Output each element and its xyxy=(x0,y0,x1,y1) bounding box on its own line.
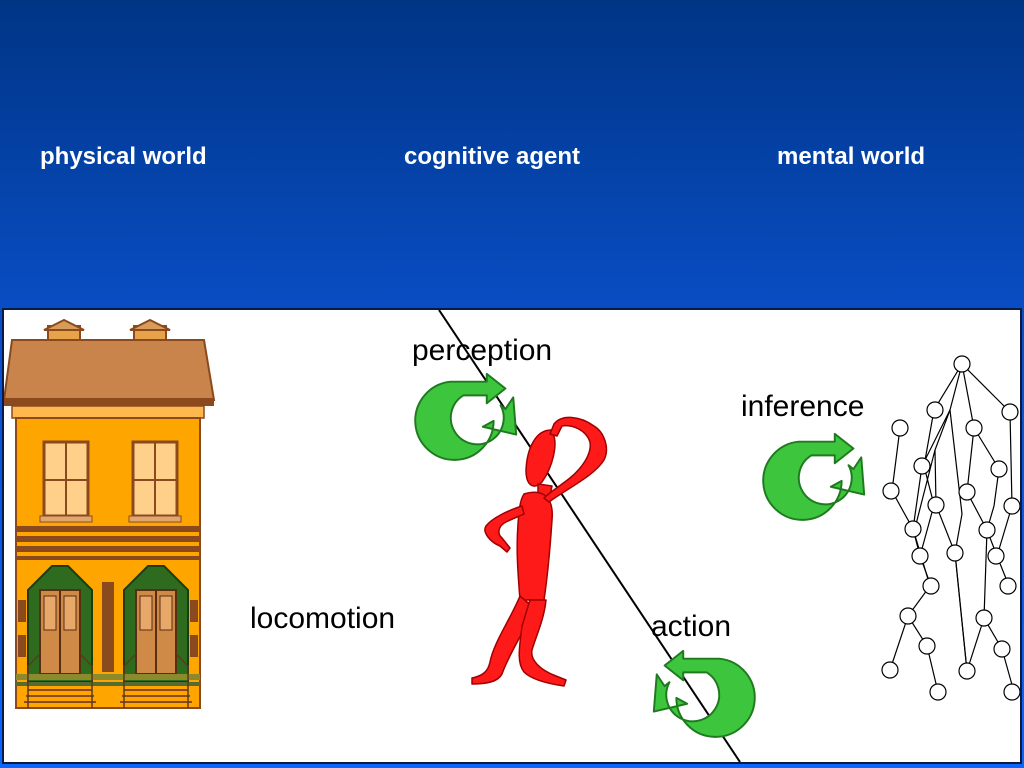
inference-cycle-icon xyxy=(762,432,866,521)
diagram-canvas xyxy=(4,310,1020,762)
diagram-panel: perception inference locomotion action xyxy=(2,308,1022,764)
label-perception: perception xyxy=(412,334,553,367)
house-icon xyxy=(4,318,216,709)
thinking-figure-icon xyxy=(471,416,608,687)
label-action: action xyxy=(651,610,732,643)
boundary-line xyxy=(438,310,741,762)
action-cycle-icon xyxy=(652,649,756,738)
label-locomotion: locomotion xyxy=(250,602,396,635)
header-cognitive-agent: cognitive agent xyxy=(404,143,581,170)
perception-cycle-icon xyxy=(414,372,518,461)
header-physical-world: physical world xyxy=(40,143,207,170)
node-network-icon xyxy=(881,355,1020,701)
header-mental-world: mental world xyxy=(777,143,926,170)
label-inference: inference xyxy=(741,390,865,423)
